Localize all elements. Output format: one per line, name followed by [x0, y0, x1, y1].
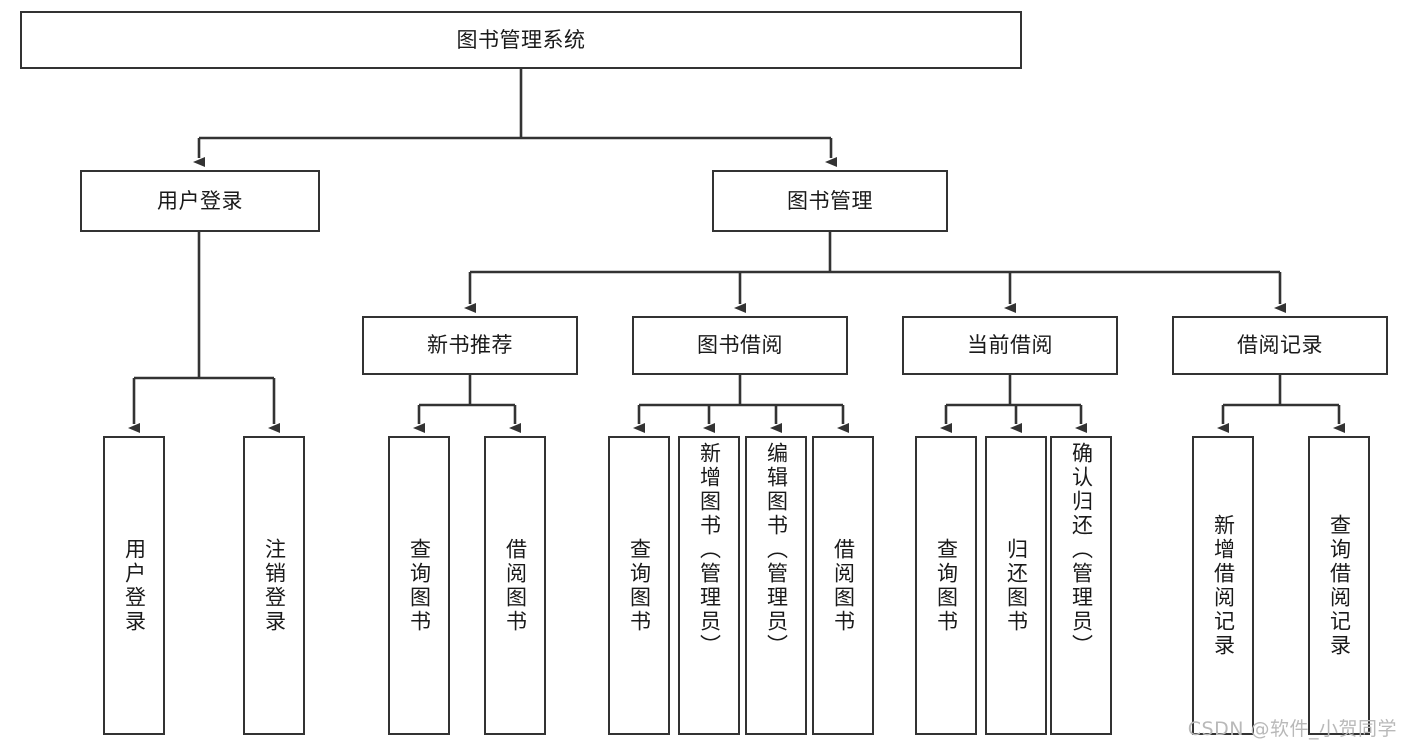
leaf-node[interactable]: 查询图书	[388, 436, 450, 735]
leaf-node[interactable]: 查询借阅记录	[1308, 436, 1370, 735]
leaf-node-label: 新增借阅记录	[1211, 513, 1236, 658]
node-root-label: 图书管理系统	[456, 27, 586, 52]
node-new-book-recommend-label: 新书推荐	[427, 333, 513, 358]
leaf-node[interactable]: 编辑图书（管理员）	[745, 436, 807, 735]
node-current-borrow-label: 当前借阅	[967, 333, 1053, 358]
leaf-node-label: 编辑图书（管理员）	[764, 442, 789, 658]
leaf-node-label: 确认归还（管理员）	[1069, 442, 1094, 658]
leaf-node[interactable]: 借阅图书	[484, 436, 546, 735]
leaf-node-label: 查询图书	[407, 537, 432, 634]
node-new-book-recommend[interactable]: 新书推荐	[362, 316, 578, 375]
node-borrow-record[interactable]: 借阅记录	[1172, 316, 1388, 375]
leaf-node-label: 归还图书	[1004, 537, 1029, 634]
node-user-login-label: 用户登录	[157, 188, 243, 213]
csdn-watermark: CSDN @软件_小贺同学	[1187, 718, 1397, 740]
node-book-management[interactable]: 图书管理	[712, 170, 948, 232]
leaf-node-label: 新增图书（管理员）	[697, 442, 722, 658]
leaf-node[interactable]: 查询图书	[608, 436, 670, 735]
leaf-node[interactable]: 查询图书	[915, 436, 977, 735]
leaf-node[interactable]: 新增图书（管理员）	[678, 436, 740, 735]
leaf-node[interactable]: 归还图书	[985, 436, 1047, 735]
leaf-node[interactable]: 确认归还（管理员）	[1050, 436, 1112, 735]
leaf-node-label: 注销登录	[262, 537, 287, 634]
node-root[interactable]: 图书管理系统	[20, 11, 1022, 69]
leaf-node-label: 用户登录	[122, 537, 147, 634]
node-book-borrow-label: 图书借阅	[697, 333, 783, 358]
leaf-node-label: 借阅图书	[503, 537, 528, 634]
node-book-management-label: 图书管理	[787, 188, 873, 213]
leaf-node[interactable]: 注销登录	[243, 436, 305, 735]
leaf-node-label: 查询图书	[627, 537, 652, 634]
leaf-node[interactable]: 借阅图书	[812, 436, 874, 735]
leaf-node[interactable]: 用户登录	[103, 436, 165, 735]
leaf-node[interactable]: 新增借阅记录	[1192, 436, 1254, 735]
node-borrow-record-label: 借阅记录	[1237, 333, 1323, 358]
leaf-node-label: 查询图书	[934, 537, 959, 634]
node-book-borrow[interactable]: 图书借阅	[632, 316, 848, 375]
node-user-login[interactable]: 用户登录	[80, 170, 320, 232]
node-current-borrow[interactable]: 当前借阅	[902, 316, 1118, 375]
leaf-node-label: 查询借阅记录	[1327, 513, 1352, 658]
leaf-node-label: 借阅图书	[831, 537, 856, 634]
